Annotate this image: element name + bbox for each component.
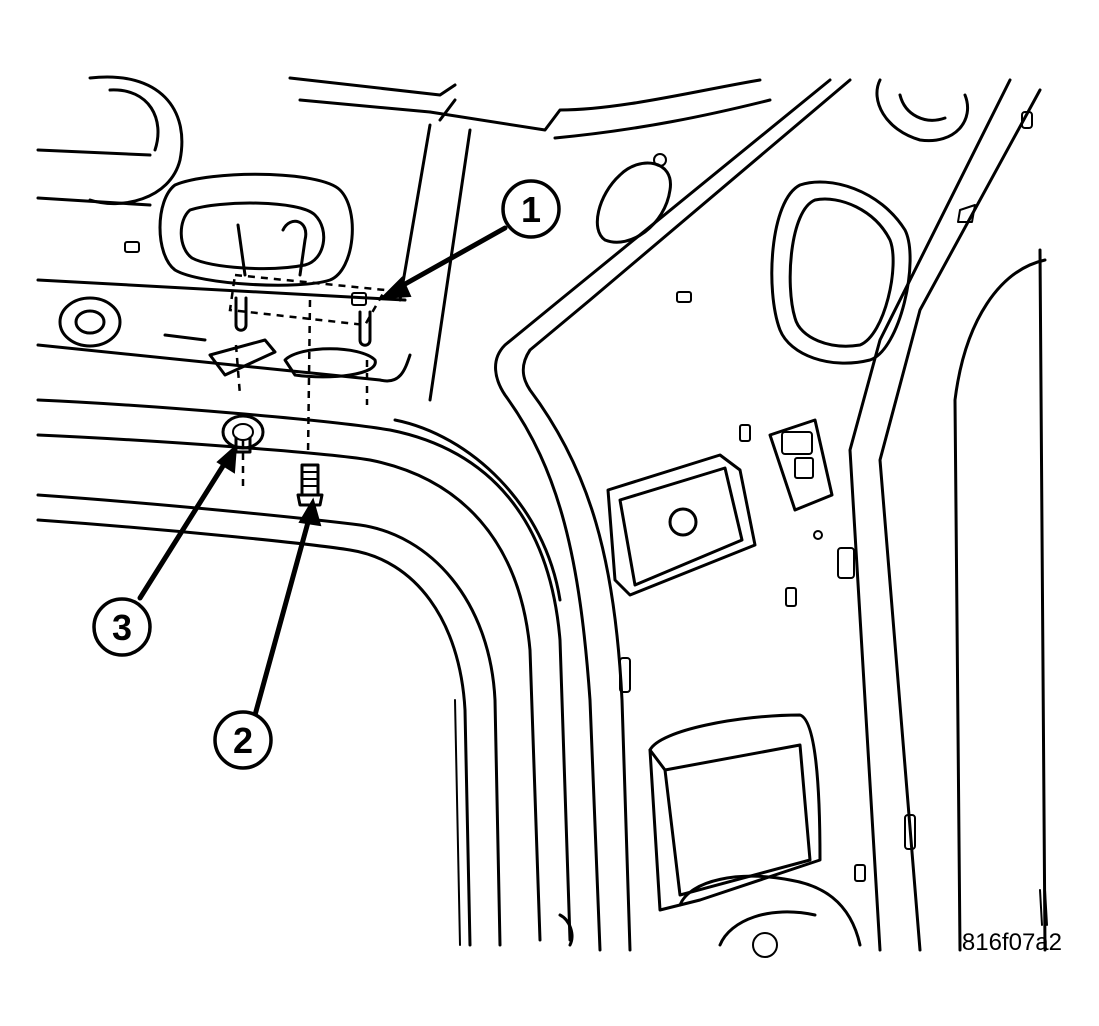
callout-3-label: 3 xyxy=(112,607,132,648)
callout-2: 2 xyxy=(213,710,273,770)
callout-3: 3 xyxy=(92,597,152,657)
callout-1-label: 1 xyxy=(521,189,541,230)
door-opening-frame xyxy=(36,398,574,947)
figure-id: 816f07a2 xyxy=(962,929,1062,956)
screw xyxy=(296,463,324,507)
callout-leaders xyxy=(137,225,508,718)
roof-rail-panel xyxy=(36,75,772,402)
callout-2-label: 2 xyxy=(233,720,253,761)
mounting-bracket xyxy=(228,273,388,490)
callout-1: 1 xyxy=(501,179,561,239)
quarter-panel xyxy=(494,78,1048,958)
